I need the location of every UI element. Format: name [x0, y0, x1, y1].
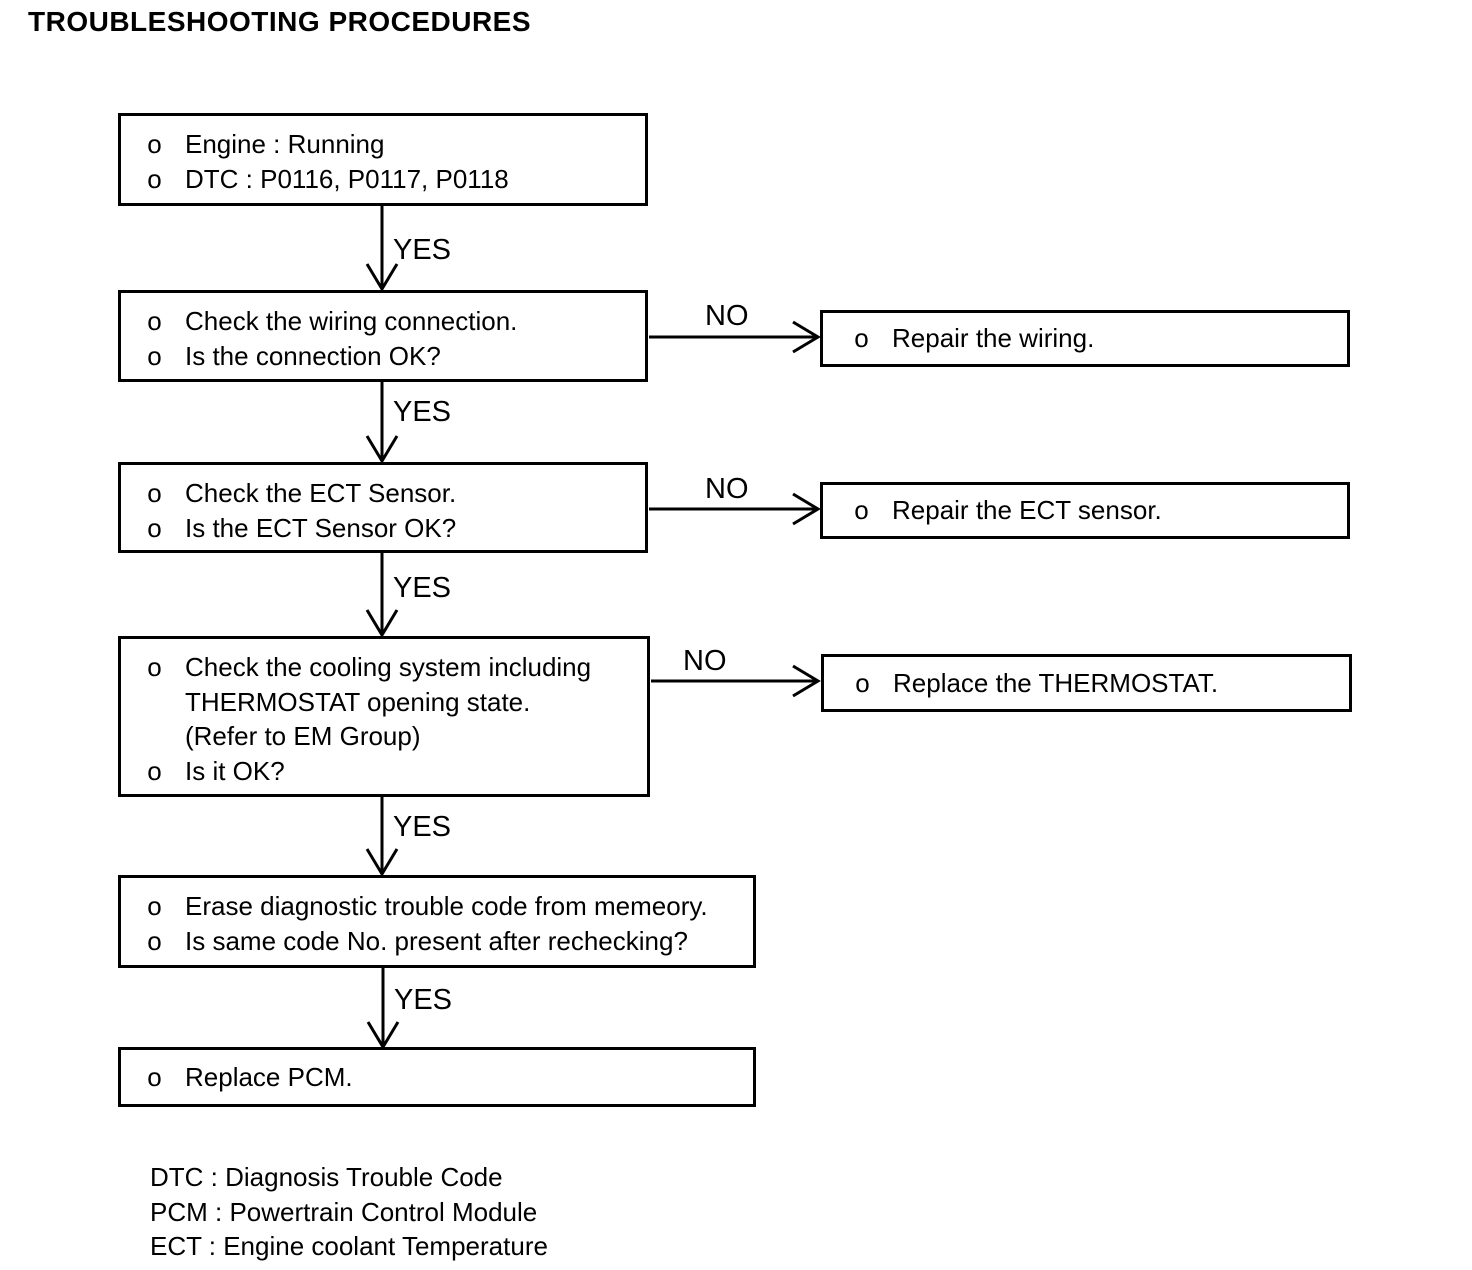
yes-label-3: YES — [393, 572, 452, 604]
start-condition-dtc: DTC : P0116, P0117, P0118 — [185, 164, 509, 194]
arrow-yes-2 — [365, 380, 399, 464]
arrow-yes-1 — [365, 205, 399, 292]
bullet-icon: o — [147, 926, 162, 956]
flow-box-erase-code: o Erase diagnostic trouble code from mem… — [118, 875, 756, 968]
bullet-icon: o — [854, 323, 869, 353]
arrow-yes-3 — [365, 551, 399, 638]
step-row: o Check the cooling system including — [121, 650, 647, 685]
check-cooling-line2: THERMOSTAT opening state. — [185, 686, 531, 717]
flow-box-replace-thermostat: o Replace the THERMOSTAT. — [821, 654, 1352, 712]
bullet-icon: o — [147, 891, 162, 921]
check-cooling-line4: Is it OK? — [185, 755, 285, 786]
erase-code-line1: Erase diagnostic trouble code from memeo… — [185, 891, 708, 921]
step-row: o Is it OK? — [121, 754, 647, 789]
page-title: TROUBLESHOOTING PROCEDURES — [28, 6, 532, 37]
step-row: o Is same code No. present after recheck… — [121, 924, 753, 959]
yes-label-2: YES — [393, 396, 452, 428]
step-row: o Check the ECT Sensor. — [121, 476, 645, 511]
flow-box-repair-wiring: o Repair the wiring. — [820, 310, 1350, 367]
check-wiring-line1: Check the wiring connection. — [185, 306, 518, 336]
flow-box-repair-ect-sensor: o Repair the ECT sensor. — [820, 482, 1350, 539]
yes-label-1: YES — [393, 234, 452, 266]
abbreviation-legend: DTC : Diagnosis Trouble Code PCM : Power… — [150, 1160, 548, 1264]
bullet-icon: o — [147, 513, 162, 543]
step-row: o Check the wiring connection. — [121, 304, 645, 339]
bullet-icon: o — [147, 306, 162, 336]
flow-box-check-cooling-system: o Check the cooling system including THE… — [118, 636, 650, 797]
check-wiring-line2: Is the connection OK? — [185, 341, 441, 371]
flow-box-check-ect-sensor: o Check the ECT Sensor. o Is the ECT Sen… — [118, 462, 648, 553]
check-ect-line1: Check the ECT Sensor. — [185, 478, 457, 508]
no-label-2: NO — [705, 473, 749, 505]
bullet-icon: o — [147, 1061, 162, 1092]
step-row: o Replace PCM. — [121, 1060, 753, 1095]
legend-ect: ECT : Engine coolant Temperature — [150, 1231, 548, 1261]
no-label-1: NO — [705, 300, 749, 332]
repair-wiring-text: Repair the wiring. — [892, 323, 1095, 353]
bullet-icon: o — [854, 495, 869, 525]
check-cooling-line3: (Refer to EM Group) — [185, 721, 421, 751]
no-label-3: NO — [683, 645, 727, 677]
step-row: o Erase diagnostic trouble code from mem… — [121, 889, 753, 924]
bullet-icon: o — [147, 478, 162, 508]
condition-row: o DTC : P0116, P0117, P0118 — [121, 162, 645, 197]
arrow-no-1 — [649, 320, 821, 354]
arrow-no-2 — [649, 492, 821, 526]
erase-code-line2: Is same code No. present after recheckin… — [185, 926, 688, 956]
yes-label-5: YES — [394, 984, 453, 1016]
bullet-icon: o — [147, 755, 162, 786]
arrow-yes-4 — [365, 796, 399, 877]
action-row: o Repair the ECT sensor. — [823, 493, 1347, 528]
replace-pcm-line1: Replace PCM. — [185, 1061, 353, 1092]
flow-box-check-wiring: o Check the wiring connection. o Is the … — [118, 290, 648, 382]
flow-box-start-conditions: o Engine : Running o DTC : P0116, P0117,… — [118, 113, 648, 206]
replace-thermostat-text: Replace the THERMOSTAT. — [893, 667, 1219, 698]
step-row: o Is the ECT Sensor OK? — [121, 511, 645, 546]
check-cooling-line1: Check the cooling system including — [185, 652, 592, 682]
repair-ect-text: Repair the ECT sensor. — [892, 495, 1162, 525]
action-row: o Replace the THERMOSTAT. — [824, 666, 1349, 701]
condition-row: o Engine : Running — [121, 127, 645, 162]
bullet-icon: o — [147, 341, 162, 371]
legend-pcm: PCM : Powertrain Control Module — [150, 1196, 538, 1227]
arrow-no-3 — [651, 664, 821, 698]
legend-dtc: DTC : Diagnosis Trouble Code — [150, 1162, 503, 1192]
check-ect-line2: Is the ECT Sensor OK? — [185, 513, 457, 543]
start-condition-engine: Engine : Running — [185, 129, 385, 159]
step-row: o Is the connection OK? — [121, 339, 645, 374]
flow-box-replace-pcm: o Replace PCM. — [118, 1047, 756, 1107]
bullet-icon: o — [147, 164, 162, 194]
yes-label-4: YES — [393, 811, 452, 843]
bullet-icon: o — [855, 667, 870, 698]
action-row: o Repair the wiring. — [823, 321, 1347, 356]
bullet-icon: o — [147, 652, 162, 682]
bullet-icon: o — [147, 129, 162, 159]
